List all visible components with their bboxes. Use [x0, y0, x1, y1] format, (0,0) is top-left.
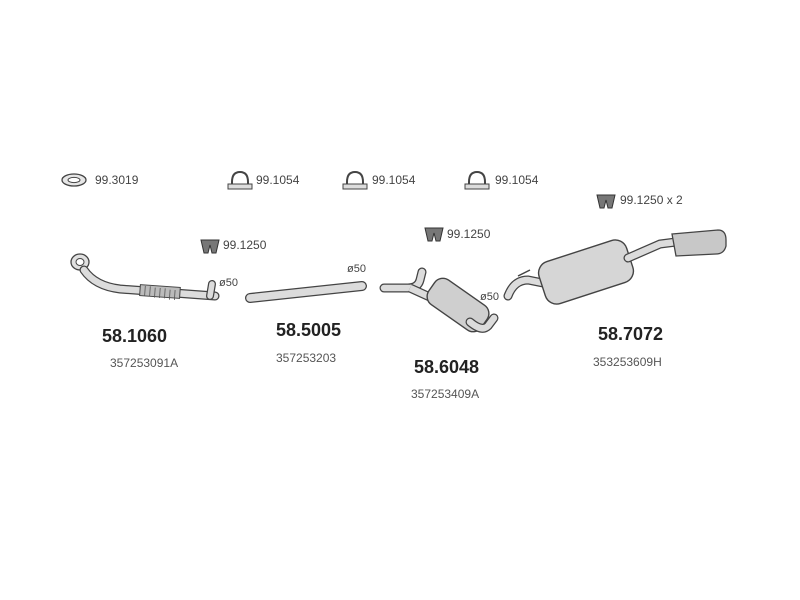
- hanger-icon: [424, 227, 444, 242]
- clamp-icon: [464, 170, 490, 190]
- oem-number: 357253409A: [411, 387, 480, 401]
- part-number: 58.1060: [102, 326, 168, 346]
- front-pipe-58-1060: [70, 253, 220, 301]
- hanger-icon: [200, 239, 220, 254]
- accessory-hanger-label: 99.1250 x 2: [620, 193, 683, 207]
- rear-silencer-58-7072: [503, 229, 727, 305]
- gasket-icon: [61, 173, 87, 187]
- clamp-icon: [227, 170, 253, 190]
- oem-number: 353253609H: [593, 355, 662, 369]
- accessory-hanger-label: 99.1250: [223, 238, 267, 252]
- intermediate-pipe-58-5005: [245, 281, 367, 303]
- part-number: 58.5005: [276, 320, 342, 340]
- diameter-label: ø50: [347, 263, 366, 275]
- centre-silencer-58-6048: [379, 267, 499, 333]
- part-number: 58.7072: [598, 324, 664, 344]
- accessory-gasket-label: 99.3019: [95, 173, 139, 187]
- clamp-icon: [342, 170, 368, 190]
- accessory-clamp-label: 99.1054: [495, 173, 539, 187]
- diameter-label: ø50: [480, 291, 499, 303]
- part-number: 58.6048: [414, 357, 480, 377]
- accessory-clamp-label: 99.1054: [372, 173, 416, 187]
- hanger-icon: [596, 194, 616, 209]
- accessory-clamp-label: 99.1054: [256, 173, 300, 187]
- diameter-label: ø50: [219, 277, 238, 289]
- oem-number: 357253203: [276, 351, 337, 365]
- accessory-hanger-label: 99.1250: [447, 227, 491, 241]
- oem-number: 357253091A: [110, 356, 179, 370]
